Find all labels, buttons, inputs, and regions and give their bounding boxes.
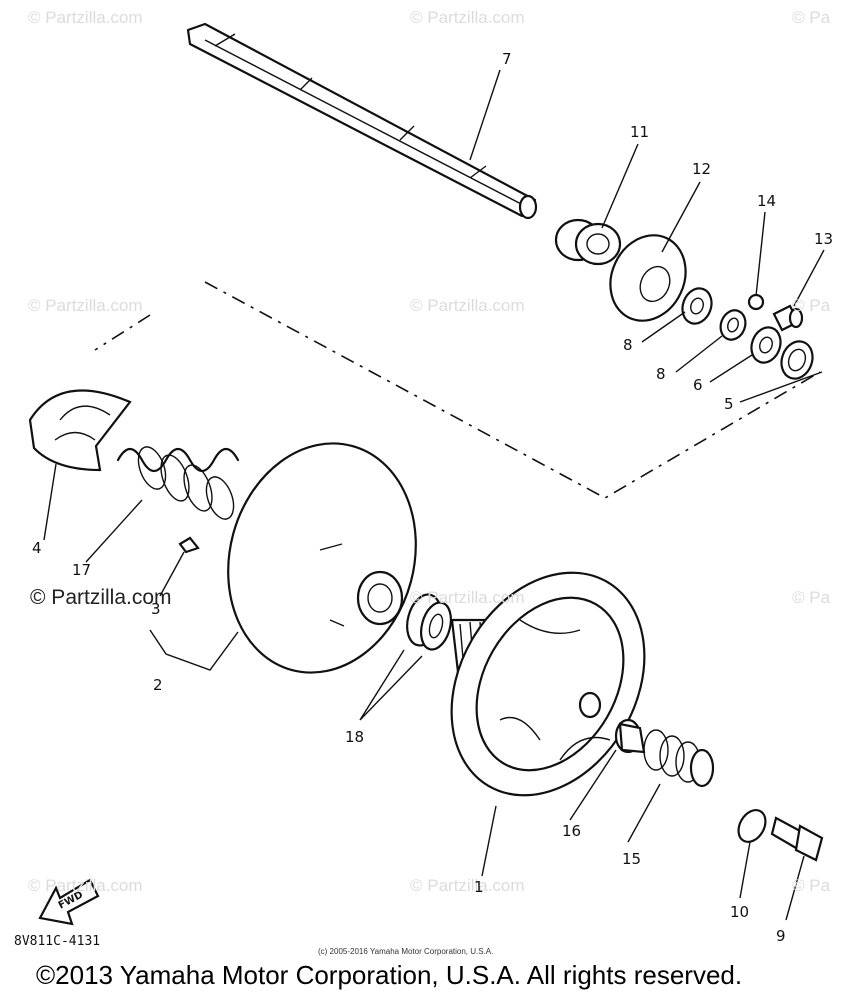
sliding-sheave-part-1: [450, 571, 646, 797]
callout-1: 1: [474, 878, 484, 896]
copyright-notice: ©2013 Yamaha Motor Corporation, U.S.A. A…: [36, 960, 743, 990]
watermark: © Partzilla.com: [28, 296, 143, 315]
assembly-centerline: [204, 281, 821, 499]
callout-8: 8: [656, 365, 666, 383]
washers-part-18: [406, 593, 452, 651]
washer-part-10: [737, 809, 767, 843]
spring-part-15: [643, 729, 715, 788]
callout-4: 4: [32, 539, 42, 557]
callout-6: 6: [693, 376, 703, 394]
watermark: © Partzilla.com: [28, 876, 143, 895]
callout-5: 5: [724, 395, 734, 413]
nut-part-14: [747, 293, 765, 311]
callout-9: 9: [776, 927, 786, 945]
washer-part-8a: [681, 287, 713, 325]
watermark: © Pa: [792, 588, 831, 607]
fixed-sheave-part-2: [227, 442, 417, 674]
watermark: © Partzilla.com: [28, 8, 143, 27]
watermark: © Partzilla.com: [410, 296, 525, 315]
watermark: © Partzilla.com: [410, 876, 525, 895]
callout-7: 7: [502, 50, 512, 68]
watermark: © Partzilla.com: [30, 586, 172, 609]
bolt-part-9: [770, 816, 824, 862]
watermark: © Pa: [792, 8, 831, 27]
washer-part-5: [780, 340, 814, 380]
watermark: © Partzilla.com: [410, 8, 525, 27]
cover-plate-part-12: [609, 234, 687, 322]
callout-8: 8: [623, 336, 633, 354]
watermark: © Partzilla.com: [410, 588, 525, 607]
callout-10: 10: [730, 903, 750, 921]
shaft-part-7: [186, 22, 538, 220]
fwd-arrow-icon: [38, 878, 100, 926]
callout-3: 3: [151, 600, 161, 618]
callout-13: 13: [814, 230, 834, 248]
callout-17: 17: [72, 561, 92, 579]
callout-12: 12: [692, 160, 712, 178]
callout-15: 15: [622, 850, 642, 868]
washer-part-6: [750, 326, 782, 364]
bearing-part-11: [554, 218, 622, 266]
cam-part-4: [28, 389, 132, 472]
callout-11: 11: [630, 123, 650, 141]
callout-14: 14: [757, 192, 777, 210]
callout-18: 18: [345, 728, 365, 746]
callout-2: 2: [153, 676, 163, 694]
key-part-3: [178, 536, 200, 554]
diagram-part-code: 8V811C-4131: [14, 934, 101, 949]
callout-16: 16: [562, 822, 582, 840]
bolt-part-13: [772, 304, 804, 332]
spring-part-17: [116, 446, 240, 520]
watermark: © Pa: [792, 876, 831, 895]
watermark: © Pa: [792, 296, 831, 315]
collar-part-16: [614, 718, 646, 754]
washer-part-8b: [719, 309, 747, 341]
small-copyright-notice: (c) 2005-2016 Yamaha Motor Corporation, …: [318, 947, 494, 956]
leader-lines: [43, 69, 825, 921]
